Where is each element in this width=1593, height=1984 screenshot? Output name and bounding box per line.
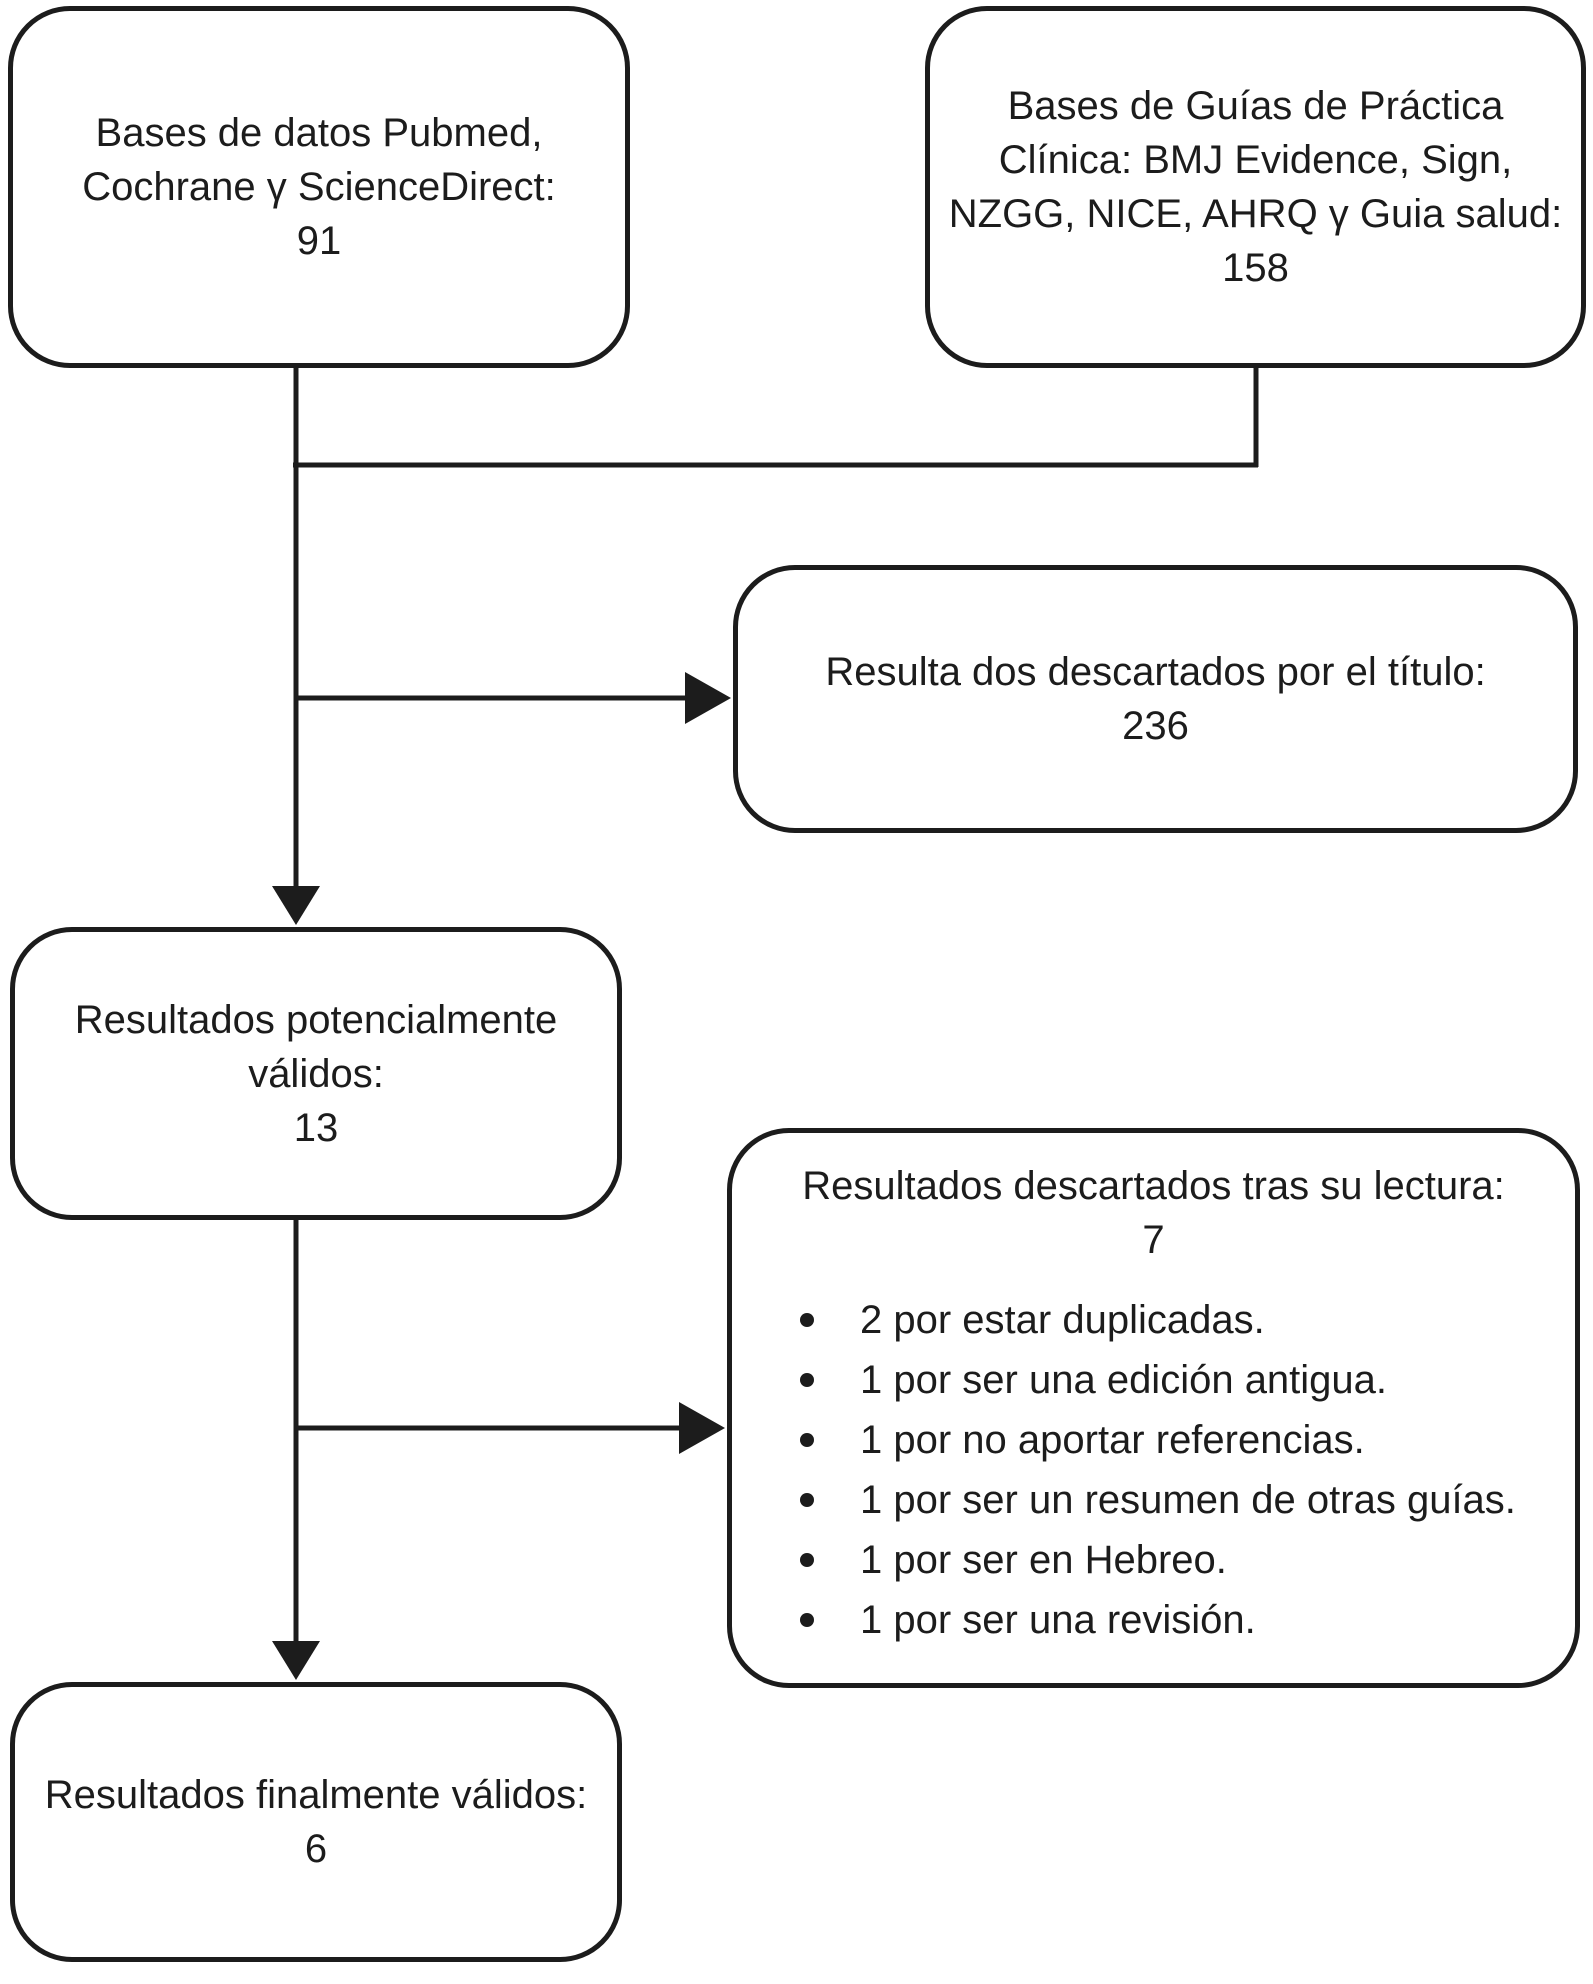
- box-databases-line: Bases de datos Pubmed,: [95, 111, 543, 155]
- box-discarded-after-reading-header: Resultados descartados tras su lectura:: [802, 1164, 1505, 1208]
- bullet-icon: [800, 1493, 814, 1507]
- box-databases-line: Cochrane γ ScienceDirect:: [82, 165, 556, 209]
- bullet-icon: [800, 1373, 814, 1387]
- list-item-label: 1 por ser una revisión.: [860, 1598, 1256, 1642]
- box-databases-count: 91: [296, 219, 342, 263]
- box-discarded-by-title-line: Resulta dos descartados por el título:: [825, 650, 1486, 694]
- arrowhead-discarded-title: [685, 672, 731, 724]
- box-discarded-after-reading-count: 7: [1142, 1218, 1165, 1262]
- box-guidelines-line: Clínica: BMJ Evidence, Sign,: [998, 138, 1513, 182]
- box-potentially-valid-line: válidos:: [248, 1051, 384, 1096]
- discard-reasons-list: 2 por estar duplicadas. 1 por ser una ed…: [732, 1293, 1575, 1653]
- list-item-label: 2 por estar duplicadas.: [860, 1298, 1265, 1342]
- box-discarded-after-reading: Resultados descartados tras su lectura: …: [727, 1128, 1580, 1688]
- box-potentially-valid-line: Resultados potencialmente: [74, 997, 558, 1042]
- list-item: 1 por ser un resumen de otras guías.: [800, 1473, 1545, 1527]
- box-guidelines-line: NZGG, NICE, AHRQ γ Guia salud:: [948, 192, 1563, 236]
- bullet-icon: [800, 1613, 814, 1627]
- list-item: 2 por estar duplicadas.: [800, 1293, 1545, 1347]
- box-finally-valid-count: 6: [304, 1827, 328, 1871]
- arrowhead-potentially-valid: [272, 886, 320, 925]
- box-guidelines-count: 158: [1222, 246, 1289, 290]
- bullet-icon: [800, 1433, 814, 1447]
- box-guidelines: Bases de Guías de Práctica Clínica: BMJ …: [925, 6, 1586, 368]
- bullet-icon: [800, 1313, 814, 1327]
- box-guidelines-line: Bases de Guías de Práctica: [1007, 84, 1504, 128]
- arrowhead-finally-valid: [272, 1641, 320, 1680]
- arrowhead-discarded-reading: [679, 1402, 725, 1454]
- box-finally-valid: Resultados finalmente válidos: 6: [10, 1682, 622, 1962]
- list-item: 1 por ser una edición antigua.: [800, 1353, 1545, 1407]
- box-potentially-valid: Resultados potencialmente válidos: 13: [10, 927, 622, 1220]
- box-finally-valid-line: Resultados finalmente válidos:: [44, 1773, 588, 1817]
- bullet-icon: [800, 1553, 814, 1567]
- box-databases: Bases de datos Pubmed, Cochrane γ Scienc…: [8, 6, 630, 368]
- box-potentially-valid-count: 13: [293, 1105, 339, 1150]
- list-item-label: 1 por ser en Hebreo.: [860, 1538, 1227, 1582]
- list-item-label: 1 por ser un resumen de otras guías.: [860, 1478, 1516, 1522]
- list-item: 1 por ser una revisión.: [800, 1593, 1545, 1647]
- list-item-label: 1 por ser una edición antigua.: [860, 1358, 1388, 1402]
- box-discarded-by-title-count: 236: [1122, 704, 1189, 748]
- list-item-label: 1 por no aportar referencias.: [860, 1418, 1365, 1462]
- list-item: 1 por ser en Hebreo.: [800, 1533, 1545, 1587]
- list-item: 1 por no aportar referencias.: [800, 1413, 1545, 1467]
- box-discarded-by-title: Resulta dos descartados por el título: 2…: [733, 565, 1578, 833]
